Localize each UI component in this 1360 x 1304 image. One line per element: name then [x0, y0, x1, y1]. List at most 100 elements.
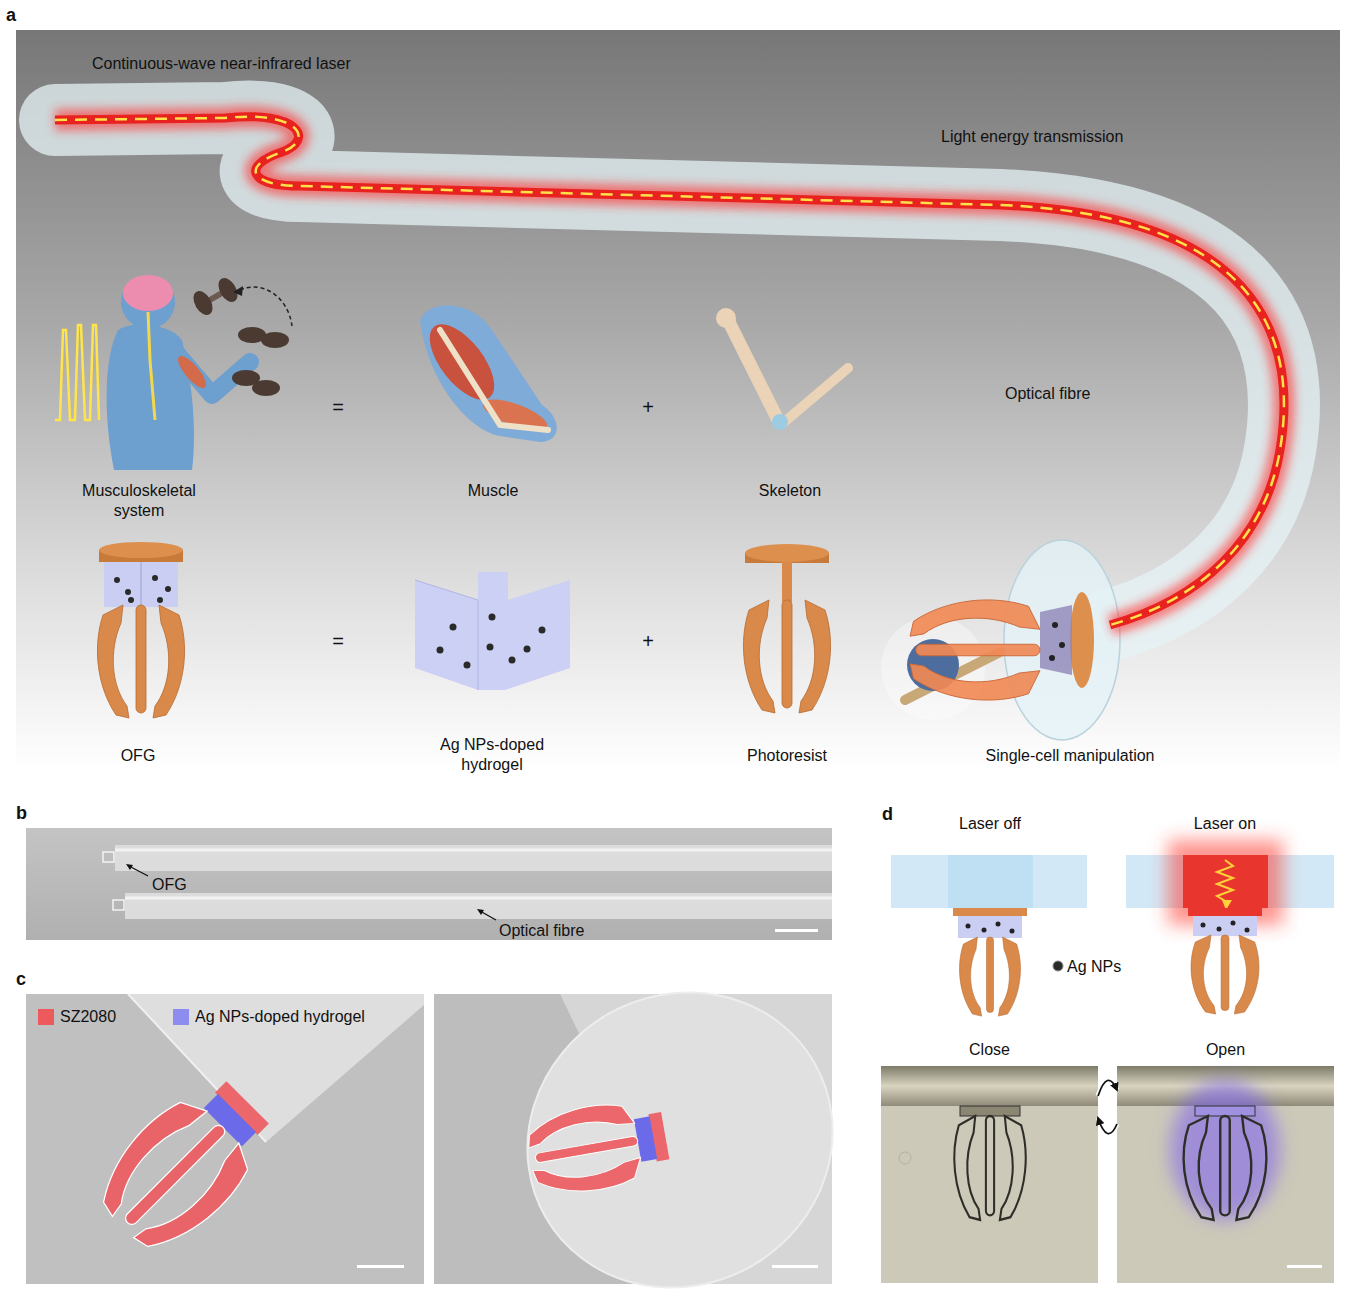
annotation-label: Ag NPs-doped hydrogel — [417, 735, 567, 775]
annotation-label: OFG — [152, 875, 187, 895]
image-title: Open — [1117, 1041, 1334, 1059]
ag-np — [464, 662, 471, 669]
fibre-end-face — [473, 937, 886, 1304]
hydrogel — [1040, 605, 1072, 675]
sem-background — [434, 994, 832, 1284]
gripper-sem — [103, 852, 114, 862]
ag-np — [152, 575, 158, 581]
annotation-label: Laser off — [920, 814, 1060, 834]
gripper-base — [1195, 1106, 1255, 1116]
gripper-base — [1188, 908, 1262, 916]
ag-np — [1052, 622, 1058, 628]
ag-np-key — [1053, 961, 1063, 971]
legend-text: SZ2080 — [60, 1007, 116, 1027]
muscle — [418, 314, 507, 411]
ag-np — [1245, 928, 1250, 933]
state-arrow — [1098, 1118, 1117, 1134]
annotation-label: Optical fibre — [499, 921, 584, 941]
gripper-stem — [782, 562, 792, 602]
leader-arrowhead — [126, 864, 133, 870]
gripper-sem — [113, 900, 124, 910]
arm-skin — [420, 305, 557, 442]
forearm-bone — [782, 368, 848, 424]
ag-np — [1010, 929, 1015, 934]
hydrogel — [1193, 916, 1257, 936]
gripper-claws — [1184, 1116, 1267, 1220]
gripper-base-top — [745, 544, 829, 562]
fibre-sem — [128, 994, 424, 1142]
spinal-cord — [148, 312, 155, 420]
dumbbell — [190, 275, 289, 396]
annotation-label: Optical fibre — [1005, 384, 1090, 404]
annotation-label: OFG — [98, 746, 178, 766]
annotation-label: Laser on — [1155, 814, 1295, 834]
ag-np — [487, 644, 494, 651]
scale-bar — [772, 1265, 818, 1268]
ag-np — [125, 589, 131, 595]
arm — [172, 348, 250, 395]
laser-glow — [55, 117, 1284, 625]
panel-letter: b — [16, 803, 27, 824]
body — [107, 325, 194, 470]
fibre-core — [948, 855, 1033, 908]
legend-swatch — [173, 1009, 189, 1025]
micrograph: Open — [1117, 1066, 1334, 1283]
fibre-sem — [115, 845, 832, 871]
image-title: Close — [881, 1041, 1098, 1059]
annotation-label: = — [323, 397, 353, 417]
annotation-label: Muscle — [433, 481, 553, 501]
ag-np — [450, 624, 457, 631]
bone-head — [716, 308, 736, 328]
fibre-sem — [560, 994, 832, 1284]
annotation-label: Continuous-wave near-infrared laser — [92, 54, 351, 74]
muscle — [479, 393, 550, 437]
humerus — [728, 320, 778, 420]
joint — [772, 414, 788, 430]
fibre-sem — [125, 893, 832, 919]
annotation-label: Skeleton — [730, 481, 850, 501]
ag-np — [996, 922, 1001, 927]
annotation-label: Single-cell manipulation — [940, 746, 1200, 766]
gripper-sem — [84, 1064, 286, 1266]
ag-np — [157, 597, 163, 603]
state-arrow — [1098, 1080, 1117, 1096]
hydrogel — [104, 562, 178, 607]
scale-bar — [357, 1265, 404, 1268]
leader-line — [480, 911, 496, 920]
motion-arc — [240, 287, 292, 326]
legend-swatch — [38, 1009, 54, 1025]
hydrogel — [634, 1116, 657, 1161]
gripper-base — [745, 553, 829, 563]
hydrogel — [958, 916, 1022, 938]
gripper-claws — [84, 1089, 261, 1266]
gripper-base-top — [99, 542, 183, 558]
annotation-label: = — [323, 631, 353, 651]
ag-np — [539, 627, 546, 634]
hydrogel-block — [415, 572, 570, 690]
illustration-panel: a — [16, 30, 1340, 770]
laser-core — [1183, 855, 1268, 908]
ag-np — [165, 586, 171, 592]
gripper-base — [960, 1106, 1020, 1116]
brain — [123, 275, 173, 311]
laser-glow — [1170, 1080, 1280, 1220]
ag-np — [489, 614, 496, 621]
ag-np — [114, 577, 120, 583]
connector-halo — [1098, 1080, 1117, 1096]
gripper-claws — [954, 1116, 1025, 1220]
annotation-label: + — [633, 397, 663, 417]
gripper-base — [1070, 592, 1094, 688]
biceps — [174, 352, 210, 392]
nerve-signal — [55, 325, 99, 420]
ag-np — [1049, 655, 1055, 661]
dumbbell-weight — [252, 380, 280, 396]
laser-dash — [55, 117, 1284, 625]
hydrogel-edge — [415, 580, 478, 690]
head — [121, 275, 175, 329]
leader-arrowhead — [477, 909, 484, 915]
fibre-schematic — [891, 855, 1087, 908]
ag-np — [509, 657, 516, 664]
dumbbell-weight — [238, 327, 266, 343]
